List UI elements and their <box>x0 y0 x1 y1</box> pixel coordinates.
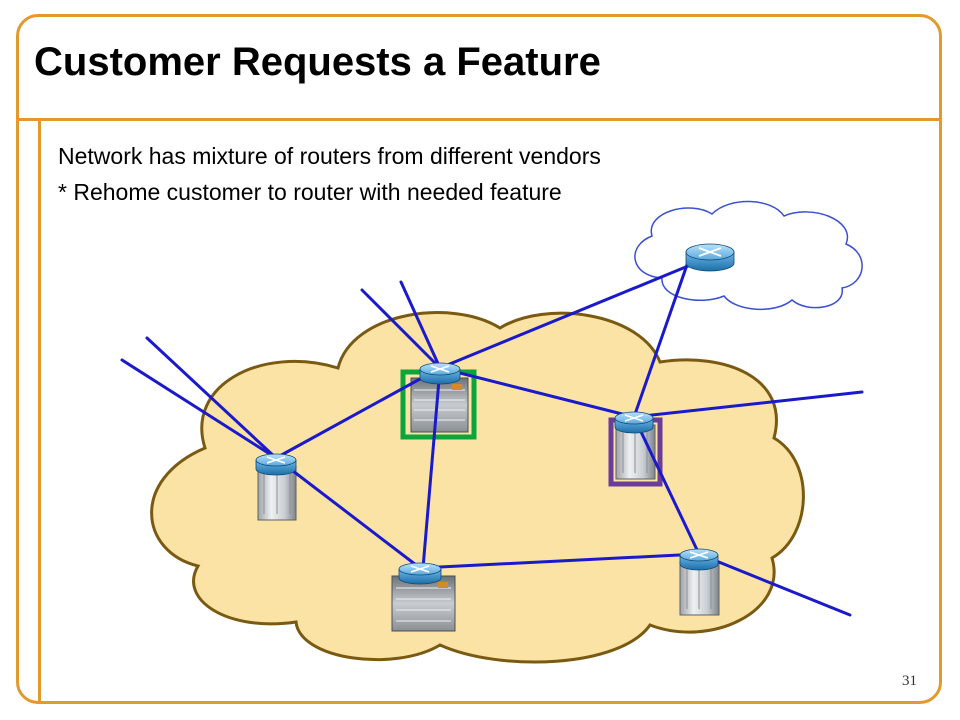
link-right-customer <box>632 260 690 419</box>
link-top-bottomleft <box>421 366 442 570</box>
bullet-item: * Rehome customer to router with needed … <box>58 179 562 205</box>
link-top-customer <box>438 255 712 370</box>
page-number: 31 <box>902 673 917 689</box>
customer-link <box>632 390 864 419</box>
link-right-bottomright <box>632 415 701 556</box>
customer-link <box>360 288 442 370</box>
router-left-icon <box>255 453 297 476</box>
left-divider <box>38 118 41 704</box>
customer-link <box>399 280 442 370</box>
router-bottom-right-icon <box>679 548 719 571</box>
customer-link <box>120 358 278 460</box>
slide-frame <box>16 14 942 704</box>
link-left-top <box>274 366 442 460</box>
router-right-icon <box>614 411 654 434</box>
customer-link <box>697 552 852 617</box>
router-links <box>274 255 712 570</box>
link-left-bottomleft <box>274 456 422 570</box>
title-divider <box>16 118 942 121</box>
customer-link <box>145 336 278 460</box>
router-right-chassis <box>615 424 656 480</box>
link-bottomleft-bottomright <box>418 552 701 570</box>
customer-cloud <box>634 200 863 310</box>
link-top-right <box>438 366 636 419</box>
customer-links <box>120 280 864 617</box>
router-top-icon <box>419 362 461 385</box>
bullet-list: Network has mixture of routers from diff… <box>58 138 601 210</box>
router-customer-icon <box>685 243 735 272</box>
bullet-item: Network has mixture of routers from diff… <box>58 143 601 169</box>
router-bottom-left-icon <box>398 562 442 585</box>
router-bottom-left-chassis <box>391 575 456 632</box>
slide-title: Customer Requests a Feature <box>34 40 601 84</box>
